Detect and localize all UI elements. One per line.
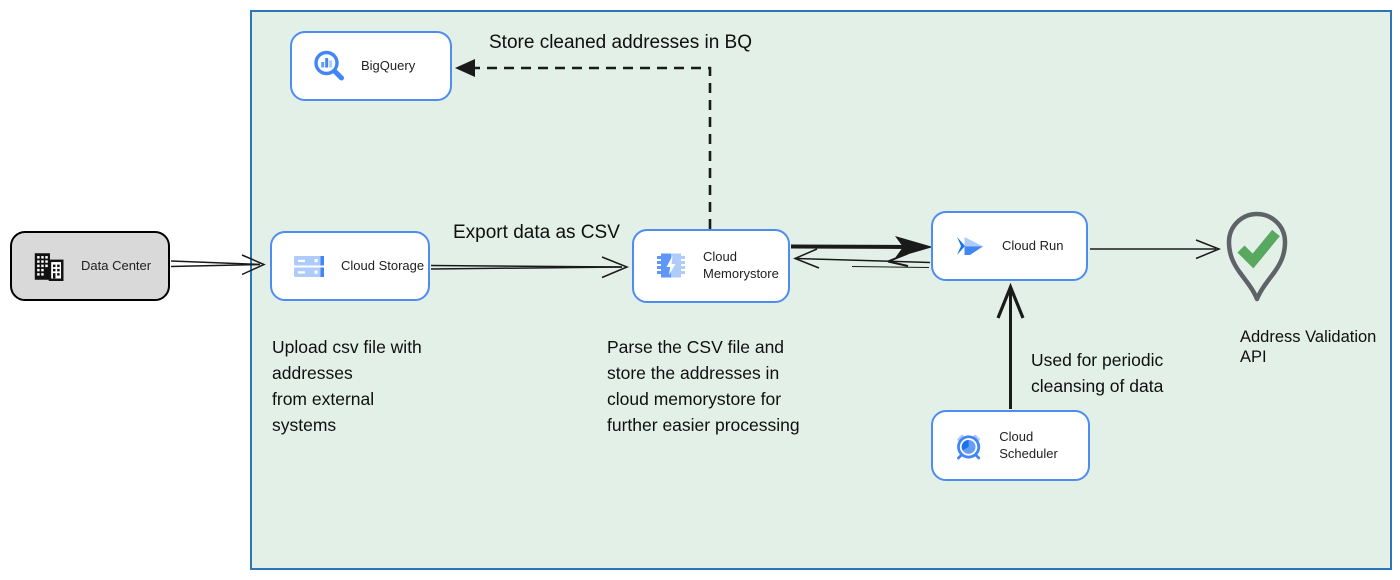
cloud-storage-icon: [294, 256, 324, 277]
address-validation-pin: [1222, 209, 1292, 304]
edge-label-periodic-cleansing: Used for periodic cleansing of data: [1031, 350, 1164, 396]
node-cloud-run: Cloud Run: [931, 211, 1088, 281]
node-cloud-storage: Cloud Storage: [270, 231, 430, 301]
node-label-cloud-memorystore: Cloud Memorystore: [703, 249, 779, 281]
bigquery-icon: [314, 50, 344, 81]
node-cloud-memorystore: Cloud Memorystore: [632, 229, 790, 303]
edge-label-export-csv: Export data as CSV: [453, 222, 620, 243]
cloud-run-icon: [957, 237, 983, 255]
note-parse-csv: Parse the CSV file and store the address…: [607, 337, 800, 435]
cloud-memorystore-icon: [657, 253, 685, 278]
node-label-data-center: Data Center: [81, 257, 152, 273]
cloud-scheduler-icon: [957, 434, 981, 459]
node-label-cloud-scheduler: Cloud Scheduler: [999, 428, 1058, 461]
address-validation-api-label: Address Validation API: [1240, 328, 1377, 366]
location-pin-check-icon: [1226, 211, 1288, 302]
node-data-center: Data Center: [10, 231, 170, 301]
node-label-cloud-run: Cloud Run: [1002, 237, 1064, 253]
note-upload-csv: Upload csv file with addresses from exte…: [272, 337, 422, 435]
edge-label-store-bq: Store cleaned addresses in BQ: [489, 32, 752, 53]
node-cloud-scheduler: Cloud Scheduler: [931, 410, 1090, 481]
node-label-bigquery: BigQuery: [361, 57, 416, 73]
data-center-icon: [34, 252, 64, 281]
gcp-boundary-container: [250, 10, 1392, 570]
node-bigquery: BigQuery: [290, 31, 452, 101]
node-label-cloud-storage: Cloud Storage: [341, 257, 425, 273]
